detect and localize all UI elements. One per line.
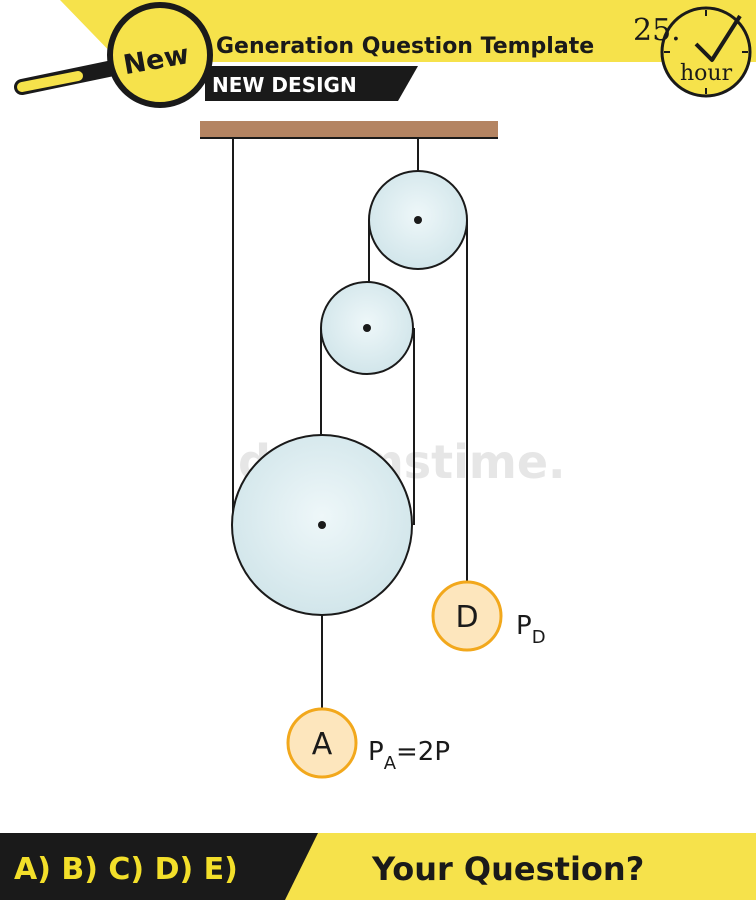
clock-badge: 25. hour [633, 6, 752, 98]
clock-number: 25. [633, 13, 681, 48]
answer-options: A) B) C) D) E) [14, 852, 238, 887]
ball-A-letter: A [312, 727, 333, 762]
ceiling-beam [200, 121, 498, 138]
clock-unit: hour [680, 61, 733, 86]
pulley-top [368, 170, 468, 270]
question-placeholder: Your Question? [371, 850, 644, 888]
ball-D: D [431, 580, 503, 652]
magnifier-icon: New [14, 2, 213, 108]
ball-A: A [286, 707, 358, 779]
pulley-large [231, 434, 413, 616]
subtitle-black-band [205, 66, 418, 101]
footer-yellow-band [260, 833, 756, 900]
footer: A) B) C) D) E) Your Question? [0, 833, 756, 900]
ball-D-letter: D [455, 600, 478, 635]
header-title: Generation Question Template [216, 34, 594, 59]
footer-black-band [0, 833, 318, 900]
pulley-middle [320, 281, 414, 375]
load-D-label: PD [516, 611, 546, 648]
header: Generation Question Template NEW DESIGN … [14, 0, 756, 108]
load-A-label: PA=2P [368, 737, 450, 774]
pulley-diagram: D PD A PA=2P [200, 121, 546, 779]
header-subtitle: NEW DESIGN [212, 73, 357, 97]
check-icon [694, 14, 742, 62]
header-yellow-band [60, 0, 756, 62]
